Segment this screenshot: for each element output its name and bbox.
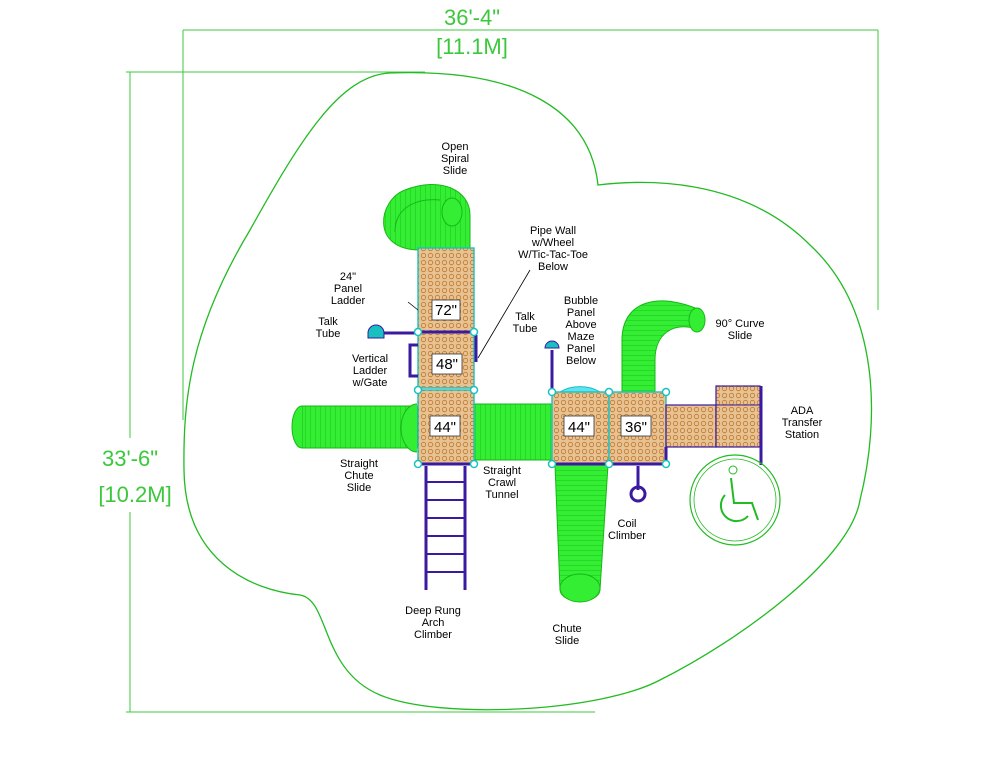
- wheelchair-symbol-icon: [689, 454, 781, 546]
- label-coil-climber: Coil Climber: [608, 518, 646, 542]
- svg-text:Tube: Tube: [316, 328, 341, 340]
- svg-text:Chute: Chute: [552, 623, 581, 635]
- bubble-panel: [558, 386, 602, 393]
- svg-text:Open: Open: [442, 141, 469, 153]
- svg-text:Tunnel: Tunnel: [485, 489, 518, 501]
- svg-text:Chute: Chute: [344, 470, 373, 482]
- svg-text:Deep Rung: Deep Rung: [405, 605, 461, 617]
- svg-text:Vertical: Vertical: [352, 353, 388, 365]
- straight-chute-slide: [291, 403, 418, 453]
- curve-slide: [621, 300, 706, 396]
- label-straight-chute-slide: Straight Chute Slide: [340, 458, 378, 494]
- svg-text:Straight: Straight: [483, 465, 521, 477]
- svg-text:Straight: Straight: [340, 458, 378, 470]
- svg-text:W/Tic-Tac-Toe: W/Tic-Tac-Toe: [518, 249, 588, 261]
- depth-metric-label: [10.2M]: [98, 482, 171, 507]
- svg-text:Slide: Slide: [728, 330, 752, 342]
- label-talk-tube-left: Talk Tube: [316, 316, 341, 340]
- deck-48-label: 48": [436, 356, 458, 373]
- svg-text:Panel: Panel: [567, 343, 595, 355]
- svg-text:24": 24": [340, 271, 356, 283]
- use-zone-boundary: [183, 71, 873, 711]
- deck-72-label: 72": [435, 302, 457, 319]
- deck-44-right-label: 44": [568, 419, 590, 436]
- label-straight-crawl-tunnel: Straight Crawl Tunnel: [483, 465, 521, 501]
- svg-text:Maze: Maze: [568, 331, 595, 343]
- svg-text:Talk: Talk: [515, 311, 535, 323]
- svg-text:Above: Above: [565, 319, 596, 331]
- svg-text:Ladder: Ladder: [353, 365, 388, 377]
- svg-text:Spiral: Spiral: [441, 153, 469, 165]
- svg-text:Slide: Slide: [443, 165, 467, 177]
- coil-climber: [629, 466, 647, 503]
- depth-imperial-label: 33'-6": [102, 446, 158, 471]
- deck-44-left: 44": [417, 389, 475, 465]
- svg-text:Climber: Climber: [414, 629, 452, 641]
- label-talk-tube-right: Talk Tube: [513, 311, 538, 335]
- svg-text:Slide: Slide: [555, 635, 579, 647]
- svg-text:Panel: Panel: [567, 307, 595, 319]
- svg-text:Bubble: Bubble: [564, 295, 598, 307]
- svg-text:Panel: Panel: [334, 283, 362, 295]
- deck-36-label: 36": [625, 419, 647, 436]
- svg-text:Tube: Tube: [513, 323, 538, 335]
- deck-44-left-label: 44": [434, 419, 456, 436]
- svg-text:ADA: ADA: [791, 405, 814, 417]
- label-vertical-ladder: Vertical Ladder w/Gate: [352, 353, 388, 389]
- svg-text:Station: Station: [785, 429, 819, 441]
- svg-text:Coil: Coil: [618, 518, 637, 530]
- label-curve-slide: 90° Curve Slide: [715, 318, 764, 342]
- label-ada-transfer-station: ADA Transfer Station: [782, 405, 823, 441]
- talk-tube-left: [367, 324, 418, 339]
- chute-slide: [554, 464, 609, 603]
- open-spiral-slide: [383, 184, 471, 251]
- svg-text:90° Curve: 90° Curve: [715, 318, 764, 330]
- talk-tube-right: [544, 340, 560, 392]
- ada-transfer-station: [664, 385, 763, 465]
- svg-text:Below: Below: [566, 355, 596, 367]
- svg-text:Ladder: Ladder: [331, 295, 366, 307]
- svg-text:Slide: Slide: [347, 482, 371, 494]
- svg-text:Climber: Climber: [608, 530, 646, 542]
- deck-72: 72": [417, 247, 475, 333]
- label-deep-rung-arch-climber: Deep Rung Arch Climber: [405, 605, 461, 641]
- label-bubble-panel: Bubble Panel Above Maze Panel Below: [564, 295, 598, 367]
- support-posts: [413, 327, 671, 469]
- deck-48: 48": [417, 331, 475, 389]
- svg-text:Below: Below: [538, 261, 568, 273]
- label-open-spiral-slide: Open Spiral Slide: [441, 141, 469, 177]
- deck-44-right: 44": [551, 391, 610, 465]
- svg-text:Talk: Talk: [318, 316, 338, 328]
- width-dimension: 36'-4" [11.1M]: [182, 5, 879, 420]
- svg-text:w/Gate: w/Gate: [352, 377, 388, 389]
- svg-text:Crawl: Crawl: [488, 477, 516, 489]
- deck-36: 36": [608, 391, 667, 465]
- label-panel-ladder: 24" Panel Ladder: [331, 271, 366, 307]
- svg-text:Transfer: Transfer: [782, 417, 823, 429]
- straight-crawl-tunnel: [473, 403, 553, 461]
- label-chute-slide: Chute Slide: [552, 623, 581, 647]
- deep-rung-arch-climber: [424, 466, 467, 590]
- width-metric-label: [11.1M]: [436, 34, 508, 59]
- svg-text:w/Wheel: w/Wheel: [531, 237, 574, 249]
- width-imperial-label: 36'-4": [444, 5, 500, 30]
- label-pipe-wall: Pipe Wall w/Wheel W/Tic-Tac-Toe Below: [518, 225, 588, 273]
- svg-text:Pipe Wall: Pipe Wall: [530, 225, 576, 237]
- svg-text:Arch: Arch: [422, 617, 445, 629]
- depth-dimension: 33'-6" [10.2M]: [86, 71, 595, 713]
